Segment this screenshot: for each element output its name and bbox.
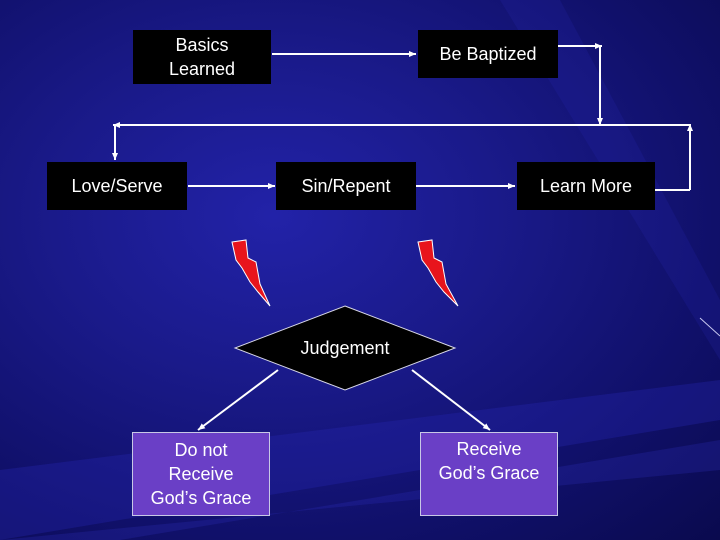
lightning-icon bbox=[417, 239, 459, 307]
node-love-serve: Love/Serve bbox=[47, 162, 187, 210]
node-basics-learned-label: Basics Learned bbox=[168, 35, 236, 79]
node-be-baptized: Be Baptized bbox=[418, 30, 558, 78]
node-judgement-label: Judgement bbox=[300, 338, 390, 358]
lightning-icon bbox=[231, 239, 271, 307]
judgement-diamond bbox=[233, 305, 457, 391]
node-receive-label: Receive God’s Grace bbox=[438, 439, 540, 483]
node-basics-learned: Basics Learned bbox=[133, 30, 271, 84]
node-learn-more: Learn More bbox=[517, 162, 655, 210]
edge-judgement-to-donotreceive bbox=[197, 369, 279, 431]
node-receive: Receive God’s Grace bbox=[420, 432, 558, 516]
edge-judgement-to-receive bbox=[411, 369, 491, 431]
node-sin-repent-label: Sin/Repent bbox=[301, 176, 391, 196]
node-sin-repent: Sin/Repent bbox=[276, 162, 416, 210]
node-love-serve-label: Love/Serve bbox=[71, 176, 163, 196]
node-do-not-receive-label: Do not Receive God’s Grace bbox=[150, 440, 252, 508]
node-learn-more-label: Learn More bbox=[539, 176, 633, 196]
node-be-baptized-label: Be Baptized bbox=[439, 44, 537, 64]
node-do-not-receive: Do not Receive God’s Grace bbox=[132, 432, 270, 516]
